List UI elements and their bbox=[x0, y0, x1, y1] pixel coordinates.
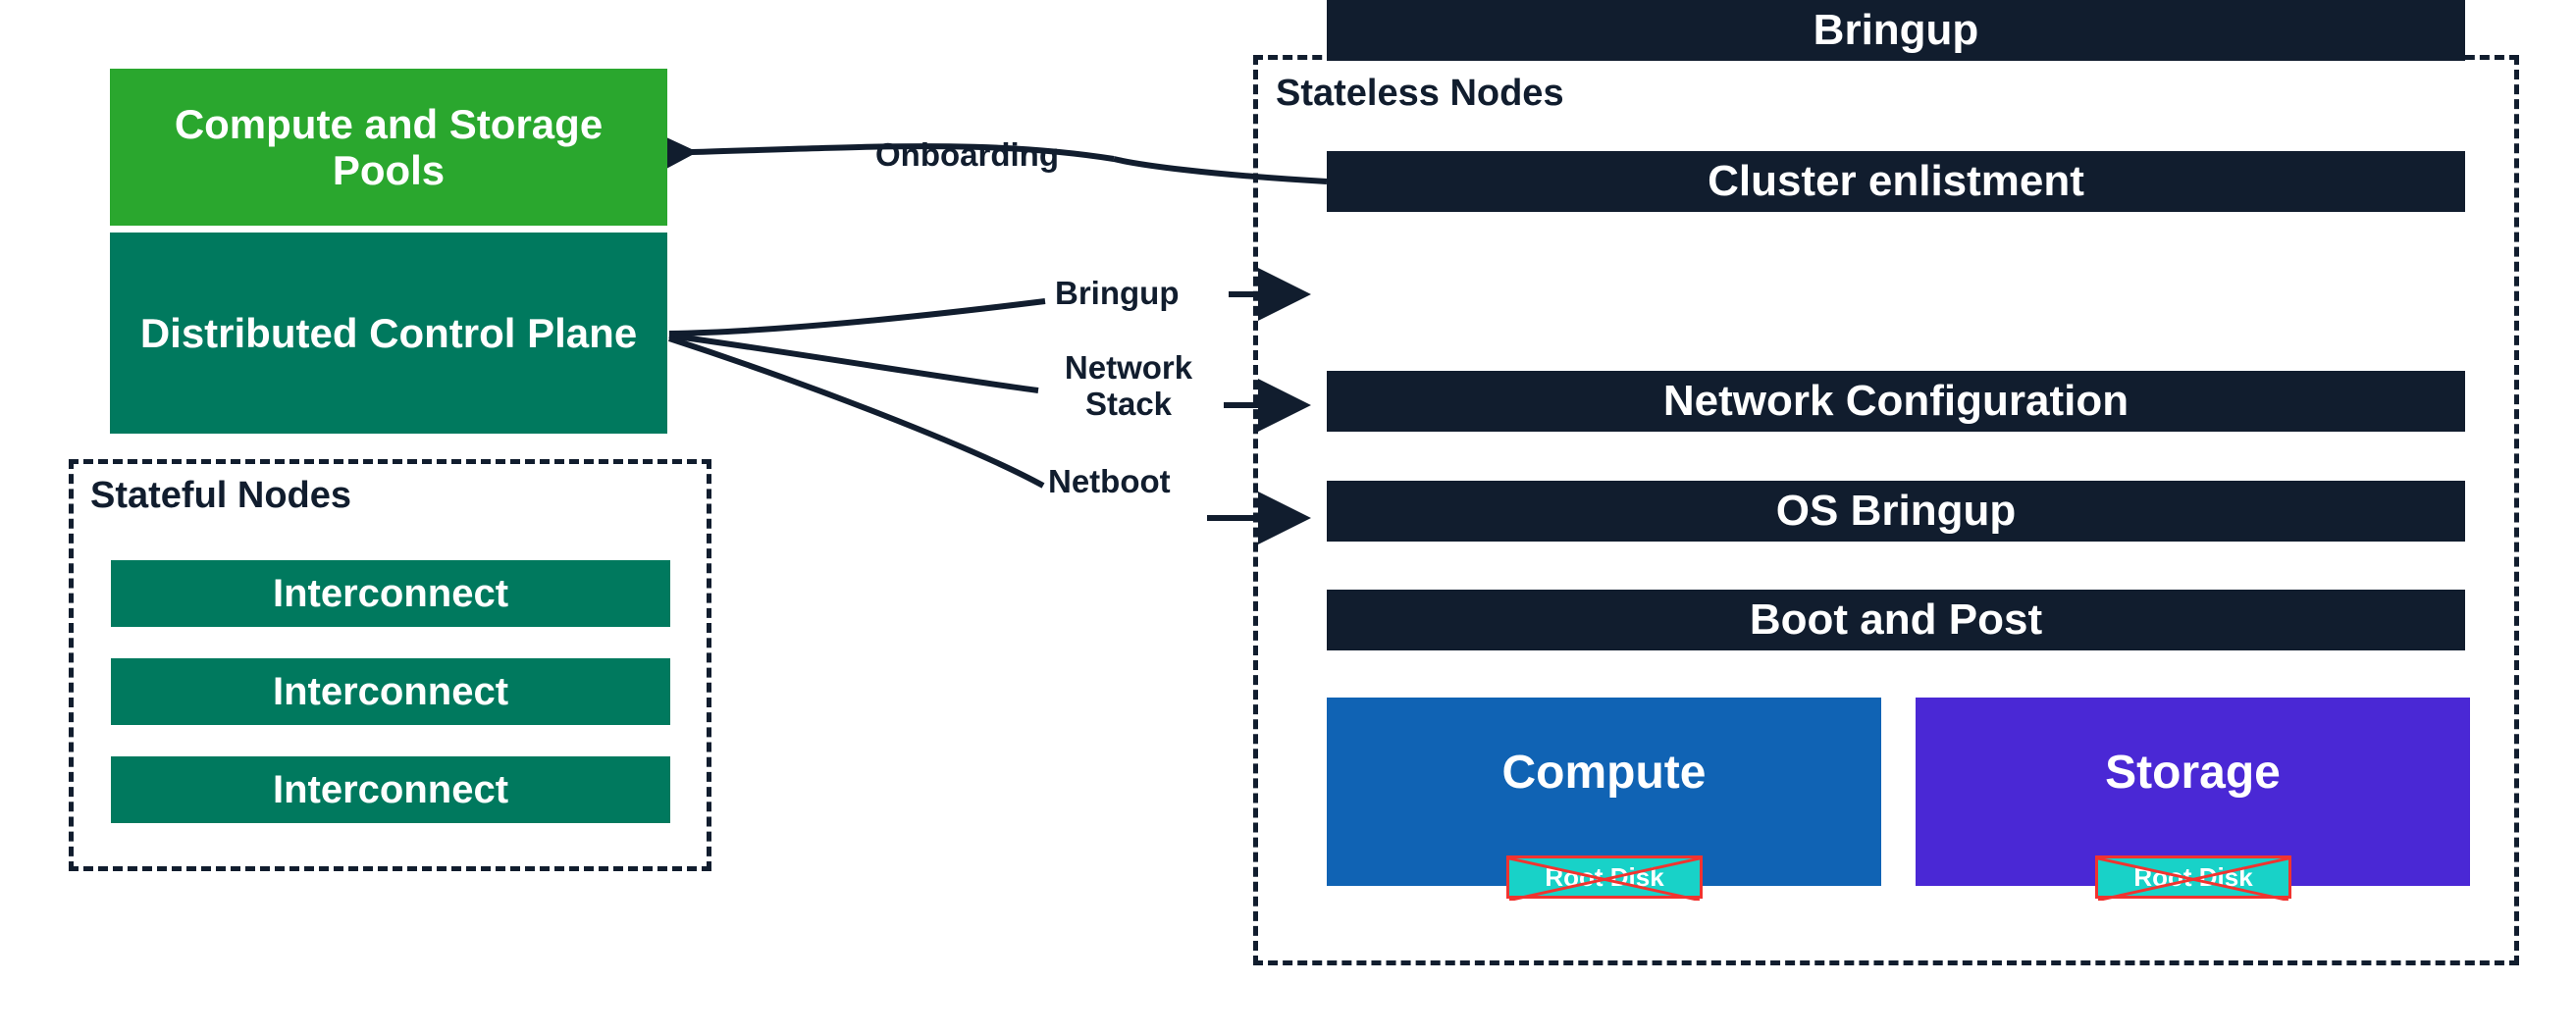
stage-box-bringup[interactable]: Bringup bbox=[1327, 0, 2465, 61]
interconnect-box-2[interactable]: Interconnect bbox=[111, 658, 670, 725]
connector-label-netboot: Netboot bbox=[1048, 463, 1171, 499]
stage-box-network-configuration[interactable]: Network Configuration bbox=[1327, 371, 2465, 432]
interconnect-box-3[interactable]: Interconnect bbox=[111, 756, 670, 823]
root-disk-label-storage: Root Disk bbox=[2133, 861, 2253, 892]
root-disk-chip-compute[interactable]: Root Disk bbox=[1506, 855, 1703, 901]
compute-and-storage-pools-box[interactable]: Compute and Storage Pools bbox=[110, 69, 667, 226]
connector-bringup bbox=[668, 268, 1311, 337]
root-disk-chip-storage[interactable]: Root Disk bbox=[2095, 855, 2291, 901]
distributed-control-plane-box[interactable]: Distributed Control Plane bbox=[110, 233, 667, 434]
connector-label-onboarding: Onboarding bbox=[875, 136, 1059, 173]
stage-box-boot-and-post[interactable]: Boot and Post bbox=[1327, 590, 2465, 650]
stateless-nodes-title: Stateless Nodes bbox=[1276, 73, 1564, 114]
interconnect-box-1[interactable]: Interconnect bbox=[111, 560, 670, 627]
stateful-nodes-title: Stateful Nodes bbox=[90, 475, 352, 516]
connector-label-bringup: Bringup bbox=[1055, 275, 1180, 311]
stage-box-os-bringup[interactable]: OS Bringup bbox=[1327, 481, 2465, 542]
storage-resource-box[interactable]: Storage bbox=[1916, 698, 2470, 886]
connector-label-network-stack: Network Stack bbox=[1064, 349, 1193, 422]
compute-resource-box[interactable]: Compute bbox=[1327, 698, 1881, 886]
stateful-nodes-group bbox=[69, 459, 711, 871]
root-disk-label-compute: Root Disk bbox=[1545, 861, 1664, 892]
stage-box-cluster-enlistment[interactable]: Cluster enlistment bbox=[1327, 151, 2465, 212]
